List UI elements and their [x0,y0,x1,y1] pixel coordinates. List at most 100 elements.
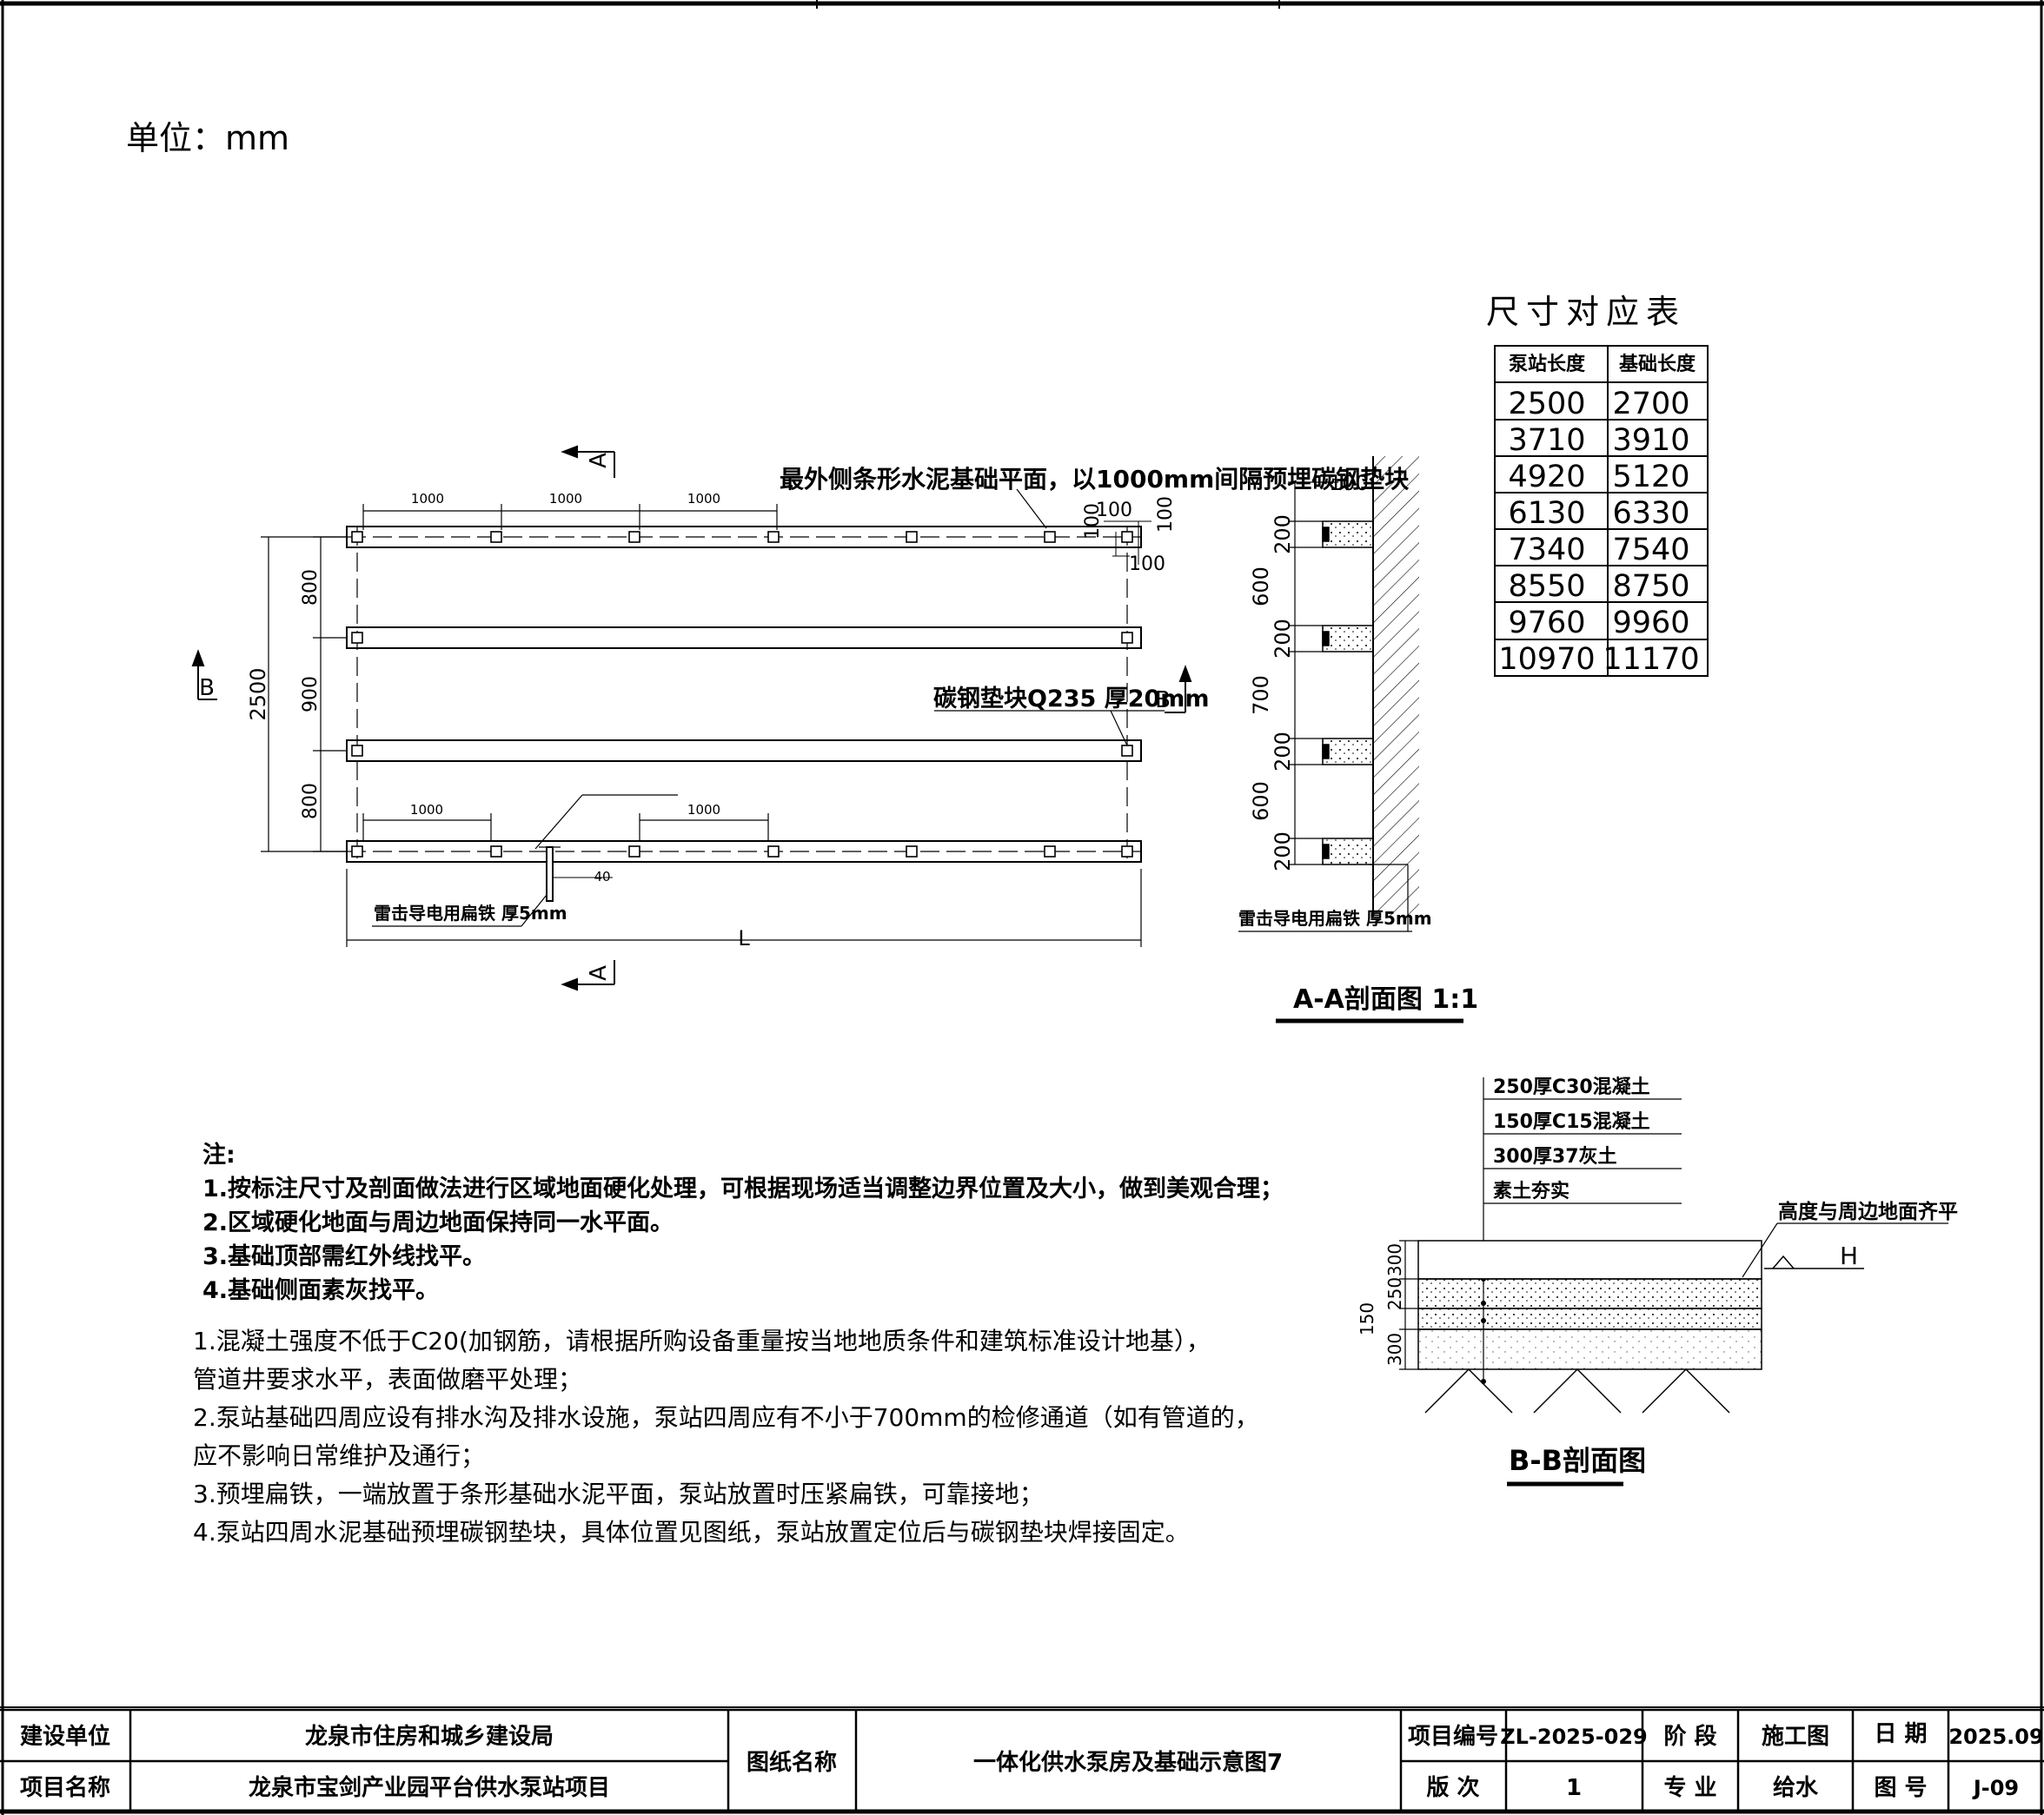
corner-dim-label: 100 [1082,503,1104,540]
steel-pad [906,531,918,543]
notes-block-2: 1.混凝土强度不低于C20(加钢筋，请根据所购设备重量按当地地质条件和建筑标准设… [193,1322,1259,1552]
steel-pad [767,845,780,858]
date-label: 日 期 [1874,1721,1927,1747]
stage-label: 阶 段 [1663,1723,1716,1750]
table-cell: 11170 [1603,642,1699,677]
top-spacing-dims [362,504,778,530]
section-markers [191,445,1192,991]
bb-layer-label: 150厚C15混凝土 [1493,1110,1650,1133]
dimension-table: 尺寸对应表 泵站长度 基础长度 2500 2700 3710 3910 4920… [1486,293,1709,677]
section-aa: 100 200 600 200 700 200 600 200 雷击导电用扁铁 … [1238,456,1478,1023]
note-line: 4.泵站四周水泥基础预埋碳钢垫块，具体位置见图纸，泵站放置定位后与碳钢垫块焊接固… [193,1518,1190,1547]
discipline-label: 专 业 [1663,1775,1716,1801]
bb-c30-layer [1417,1278,1762,1309]
project-no-value: ZL-2025-029 [1500,1725,1648,1749]
flat-iron-note: 雷击导电用扁铁 厚5mm [374,903,567,924]
drawing-name-label: 图纸名称 [747,1749,837,1776]
notes-heading: 注: [202,1142,236,1169]
table-cell: 2700 [1612,387,1689,421]
aa-dim-label: 700 [1249,675,1273,715]
aa-dim-label: 600 [1249,566,1273,606]
bb-level-note: 高度与周边地面齐平 [1778,1200,1958,1223]
strip-gap-dim: 900 [300,676,322,712]
aa-dim-lines [1288,481,1338,865]
aa-concrete-block [1322,625,1374,652]
note-item: 2.区域硬化地面与周边地面保持同一水平面。 [202,1209,674,1236]
aa-concrete-block [1322,838,1374,865]
top-strip-note: 最外侧条形水泥基础平面，以1000mm间隔预埋碳钢垫块 [780,465,1409,493]
steel-pad-note: 碳钢垫块Q235 厚20mm [933,686,1210,712]
spacing-dim-label: 1000 [411,491,444,507]
foundation-plan: 1000 1000 1000 1000 1000 100 100 100 100 [191,445,1409,991]
date-value: 2025.09 [1948,1725,2043,1749]
table-header-base-length: 基础长度 [1619,353,1696,375]
bb-ground-symbol [1424,1368,1730,1414]
bb-dim-label: 250 [1384,1277,1405,1310]
bb-level-symbol: H [1840,1242,1858,1270]
bb-lime-soil-layer [1417,1328,1762,1370]
note-line: 1.混凝土强度不低于C20(加钢筋，请根据所购设备重量按当地地质条件和建筑标准设… [193,1327,1211,1355]
steel-pad [628,531,640,543]
corner-detail-dims [1104,520,1151,565]
discipline-value: 给水 [1773,1774,1819,1801]
version-label: 版 次 [1425,1775,1479,1801]
corner-dim-label: 100 [1096,500,1132,521]
project-name-label: 项目名称 [20,1774,110,1801]
length-dim [346,869,1142,947]
build-unit-label: 建设单位 [20,1723,110,1750]
steel-pad [1121,845,1133,858]
steel-pad [351,745,363,757]
stage-value: 施工图 [1762,1723,1829,1750]
note-line: 应不影响日常维护及通行； [193,1441,486,1470]
steel-pad [1121,632,1133,644]
steel-pad [1121,531,1133,543]
corner-dim-label: 100 [1155,496,1177,533]
bb-dim-label: 300 [1384,1243,1405,1276]
table-cell: 4920 [1508,460,1585,494]
table-cell: 8550 [1508,569,1585,604]
steel-pad [1121,745,1133,757]
section-a-label: A [586,453,612,468]
steel-pad [490,531,502,543]
corner-dim-label: 100 [1129,553,1165,575]
steel-pad [351,632,363,644]
build-unit-value: 龙泉市住房和城乡建设局 [305,1723,554,1750]
spacing-dim-label: 1000 [410,802,443,818]
bottom-spacing-dims [362,813,769,841]
aa-pads [1322,520,1374,865]
flat-iron-dim: 40 [594,869,610,884]
bb-layer-label: 250厚C30混凝土 [1493,1076,1650,1098]
table-cell: 3910 [1612,423,1689,458]
bb-c15-layer [1417,1308,1762,1330]
steel-pad [1044,531,1056,543]
drawing-no-label: 图 号 [1874,1775,1927,1801]
strip-gap-dim: 800 [300,569,322,606]
unit-label: 单位：mm [126,119,290,157]
foundation-strip-3 [346,739,1142,762]
section-bb: 250厚C30混凝土 150厚C15混凝土 300厚37灰土 素土夯实 300 … [1357,1076,1958,1487]
version-value: 1 [1566,1775,1582,1801]
table-cell: 9960 [1612,606,1689,640]
table-title: 尺寸对应表 [1486,293,1686,331]
table-cell: 7540 [1612,533,1689,567]
bb-dim-label: 150 [1357,1302,1377,1335]
bb-level-mark [1764,1255,1864,1269]
aa-concrete-block [1322,738,1374,765]
strip-gap-dim: 800 [300,783,322,819]
table-cell: 5120 [1612,460,1689,494]
table-cell: 3710 [1508,423,1585,458]
table-header-pump-length: 泵站长度 [1509,353,1586,375]
notes-block-1: 注: 1.按标注尺寸及剖面做法进行区域地面硬化处理，可根据现场适当调整边界位置及… [202,1138,1284,1308]
note-line: 管道井要求水平，表面做磨平处理； [193,1365,583,1394]
aa-dim-label: 100 [1329,471,1369,495]
aa-flat-iron-note: 雷击导电用扁铁 厚5mm [1238,908,1432,929]
foundation-strip-2 [346,626,1142,649]
aa-section-title: A-A剖面图 1:1 [1293,984,1478,1015]
table-cell: 7340 [1508,533,1585,567]
steel-pad [490,845,502,858]
table-cell: 8750 [1612,569,1689,604]
left-vertical-dims [261,536,347,852]
aa-dim-label: 600 [1249,781,1273,821]
